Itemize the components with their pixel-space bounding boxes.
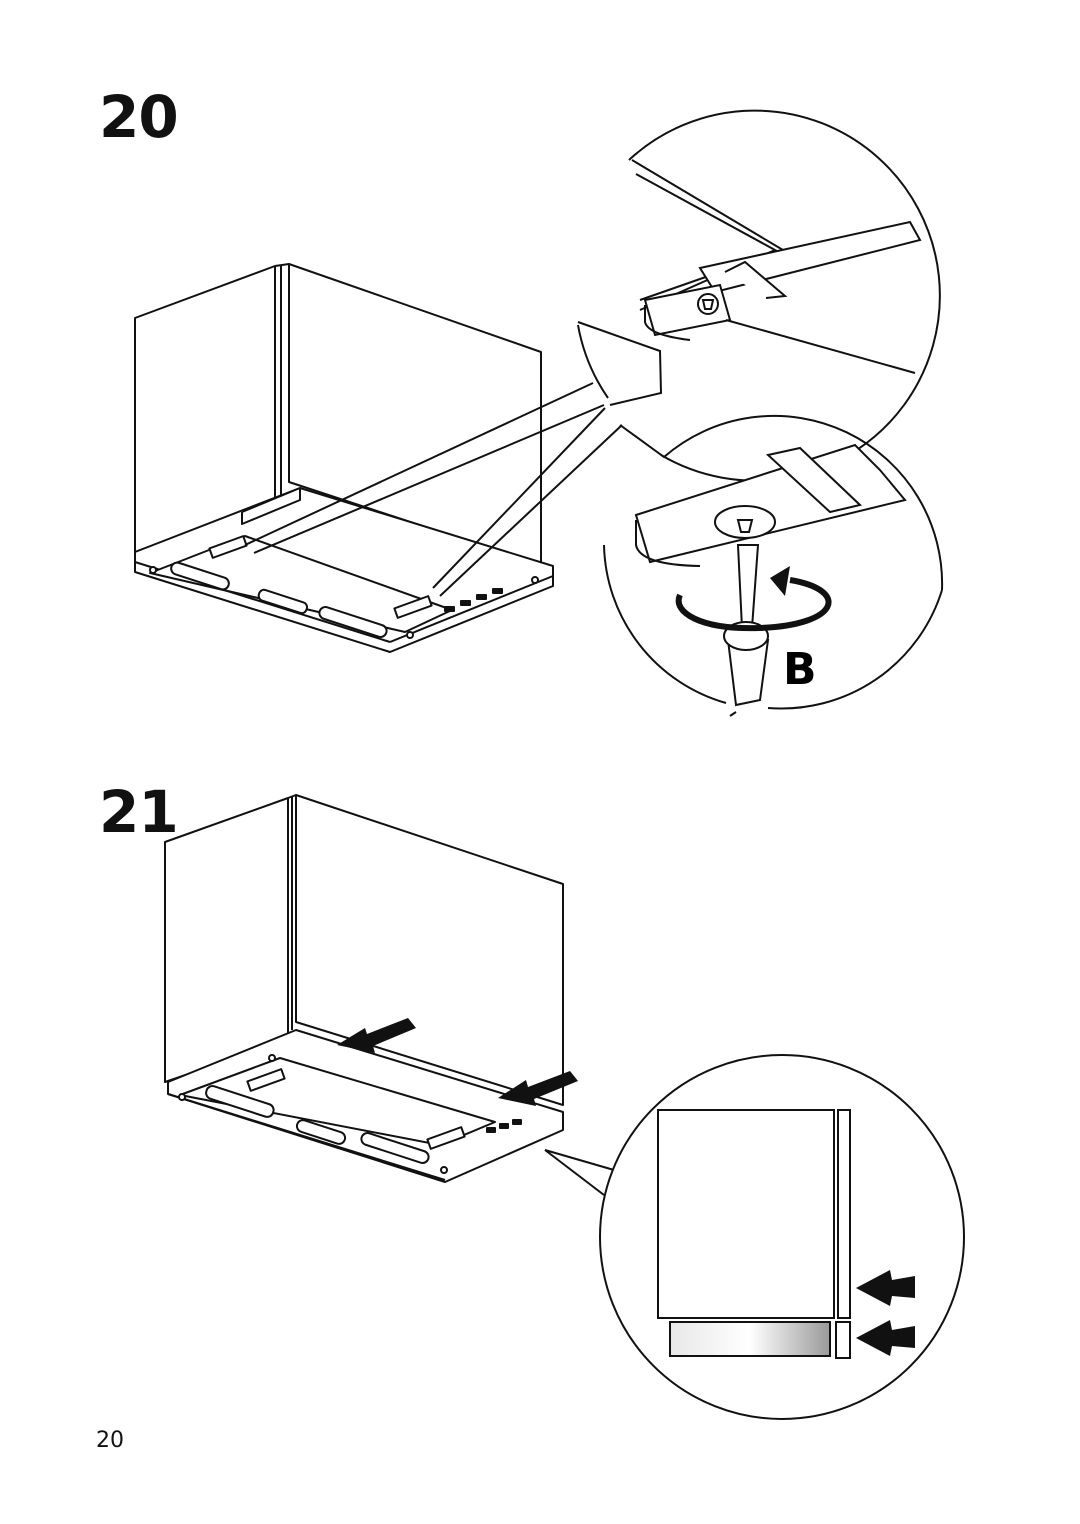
part-label-b: B <box>783 644 817 695</box>
pointer-arrow-icon <box>856 1270 915 1356</box>
step20-cabinet <box>134 263 554 653</box>
step21-callout-lines <box>544 1149 615 1196</box>
page-number: 20 <box>96 1428 124 1453</box>
step20-callout-lines <box>244 382 623 597</box>
step21-cabinet <box>164 794 564 1183</box>
step-number-20: 20 <box>99 83 179 151</box>
rotate-arrow-icon <box>675 577 832 632</box>
step20-detail-bottom <box>603 414 944 717</box>
screwdriver-icon <box>723 544 770 717</box>
step20-detail-top <box>577 109 941 482</box>
step21-detail <box>599 1054 965 1420</box>
step-number-21: 21 <box>99 778 179 846</box>
pointer-arrow-icon <box>337 1018 578 1106</box>
